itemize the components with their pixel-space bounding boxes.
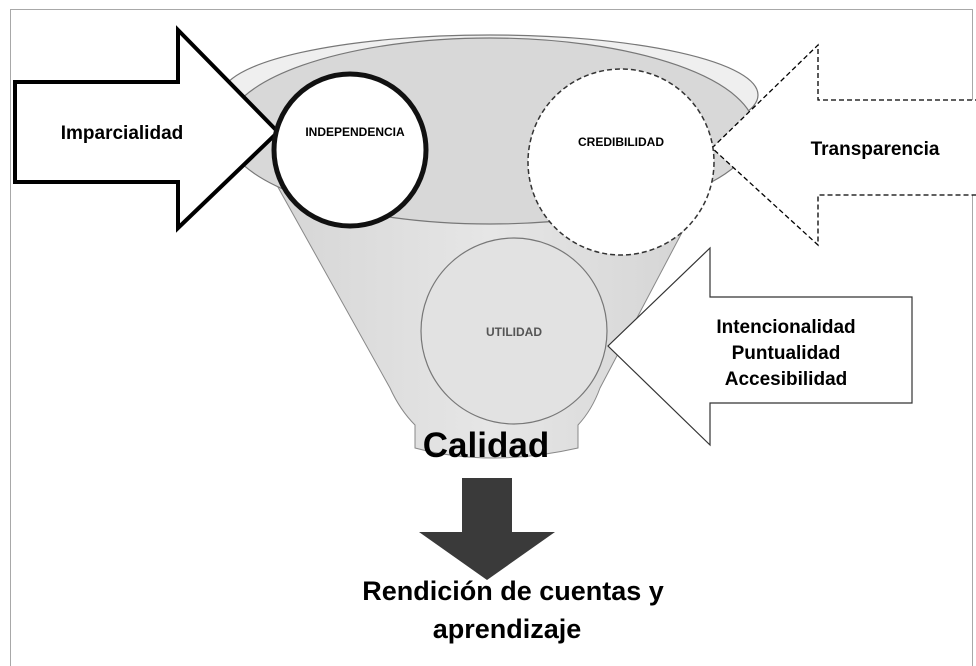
label-puntualidad: Puntualidad: [732, 343, 841, 364]
circle-utilidad: [420, 237, 608, 425]
arrow-utilidad-attributes: [607, 246, 913, 447]
circle-independencia: [271, 71, 429, 229]
output-arrow: [419, 478, 555, 580]
circle-credibilidad: [527, 68, 715, 256]
label-credibilidad: CREDIBILIDAD: [578, 135, 664, 149]
output-label-line-2: aprendizaje: [433, 614, 582, 644]
label-utilidad: UTILIDAD: [486, 325, 542, 339]
label-accesibilidad: Accesibilidad: [725, 369, 848, 390]
label-independencia: INDEPENDENCIA: [305, 125, 405, 139]
label-imparcialidad: Imparcialidad: [61, 123, 184, 144]
label-transparencia: Transparencia: [811, 139, 940, 160]
arrow-imparcialidad: [13, 25, 281, 233]
frame-border: [10, 9, 973, 666]
label-intencionalidad: Intencionalidad: [716, 317, 855, 338]
output-label-line-1: Rendición de cuentas y: [362, 576, 664, 606]
label-calidad: Calidad: [423, 426, 549, 465]
